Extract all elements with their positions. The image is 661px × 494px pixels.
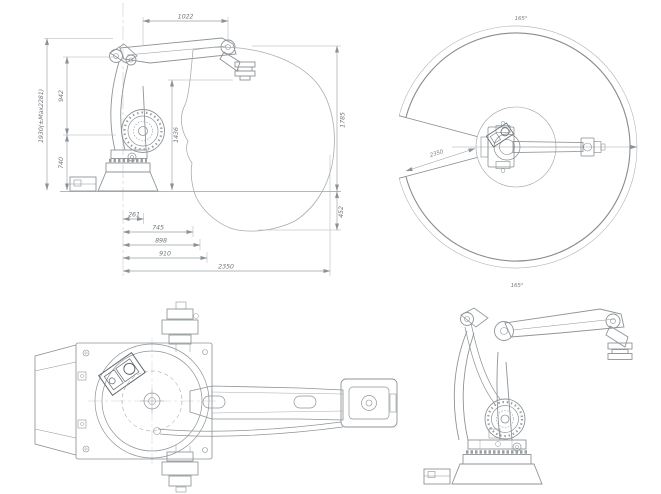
dimension-lines [45,19,339,273]
radius-dim-label: 2350 [429,149,444,159]
plan-bottom-motor [161,444,199,493]
plan-boom-arm [189,385,344,421]
dim-max-reach-label: 2350 [218,263,234,271]
plan-end-effector [340,378,398,428]
side-robot-shoulder-gear [121,109,165,162]
main-arc [405,32,631,262]
plan-view [34,301,398,493]
plan-turntable [94,343,210,459]
top-robot-mini [480,121,606,173]
side-robot-wrist [219,51,256,81]
dim-overall-height-label: 1930(±Max2281) [37,89,45,143]
top-envelope-view: 165° 165° 2350 [398,16,638,289]
plan-tilted-motor [98,352,146,396]
pv-base [423,439,543,485]
rotation-top-label: 165° [515,16,528,22]
side-robot-column [110,61,147,151]
side-elevation-view: 1930(±Max2281) 942 740 1022 1436 1785 45… [37,3,347,276]
pv-upper-links [460,307,625,341]
dim-upper-link-height-label: 942 [57,90,65,102]
dim-envelope-above-base-label: 1785 [339,112,347,128]
dim-reach-2-label: 745 [152,224,164,232]
side-robot-upper-links [109,37,237,66]
arc-end-caps [399,115,406,179]
radius-dimension-line [405,148,476,172]
plan-left-bracket [34,344,77,456]
side-work-envelope [181,46,335,232]
outer-arc [398,25,638,269]
plan-top-motor [161,301,199,352]
dim-reach-3-label: 898 [155,237,167,245]
dim-reach-1-label: 261 [128,211,140,219]
side-robot [69,37,256,192]
pv-wrist [605,325,633,360]
perspective-view [423,307,633,485]
rotation-bottom-label: 165° [511,283,524,289]
dim-flange-height-label: 1436 [172,127,180,143]
side-view-dimensions: 1930(±Max2281) 942 740 1022 1436 1785 45… [37,13,347,276]
plan-link-rod [153,421,344,437]
dim-envelope-below-base-label: 452 [337,206,345,218]
side-robot-base [69,149,159,192]
extension-lines [44,17,341,276]
dim-reach-4-label: 910 [159,250,171,258]
dim-arm-top-span-label: 1022 [178,13,194,21]
pv-column [453,322,513,441]
dim-shoulder-height-label: 740 [57,157,65,169]
pv-shoulder-gear [484,398,526,452]
